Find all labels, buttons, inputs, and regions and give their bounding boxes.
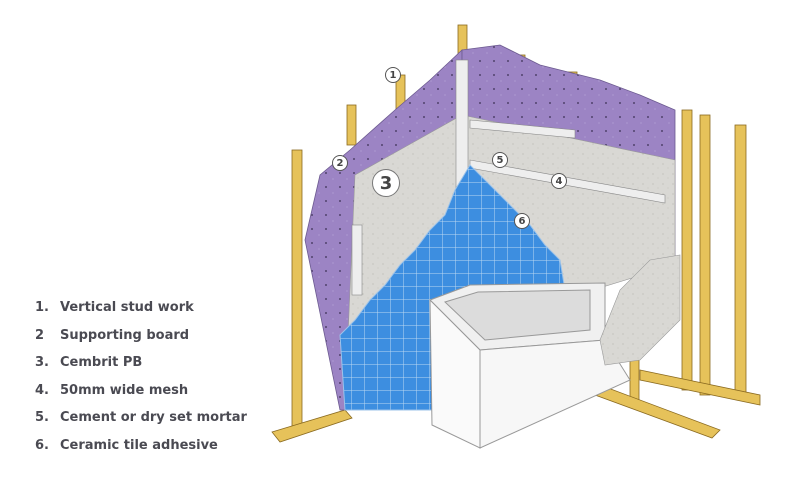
callout-4: 4: [551, 173, 567, 189]
callout-6: 6: [514, 213, 530, 229]
legend-label: 50mm wide mesh: [60, 382, 189, 398]
stud: [681, 109, 693, 391]
callout-2: 2: [332, 155, 348, 171]
stud: [734, 124, 747, 396]
legend-label: Ceramic tile adhesive: [60, 437, 218, 453]
stud: [291, 149, 303, 431]
callout-3: 3: [372, 169, 400, 197]
legend-label: Vertical stud work: [60, 300, 194, 315]
legend-item: 6. Ceramic tile adhesive: [35, 438, 247, 466]
stud: [699, 114, 711, 396]
legend-number: 5.: [35, 410, 49, 426]
legend-number: 3.: [35, 355, 49, 371]
legend-number: 4.: [35, 382, 49, 398]
legend-item: 5. Cement or dry set mortar: [35, 410, 247, 438]
legend-number: 6.: [35, 437, 49, 453]
legend-label: Cembrit PB: [60, 355, 143, 371]
callout-1: 1: [385, 67, 401, 83]
legend-label: Supporting board: [60, 327, 190, 343]
legend-number: 2: [35, 327, 45, 343]
legend: 1. Vertical stud work 2 Supporting board 3…: [35, 300, 247, 466]
legend-item: 2 Supporting board: [35, 328, 247, 356]
sole-plate: [271, 409, 353, 443]
legend-item: 4. 50mm wide mesh: [35, 383, 247, 411]
bathtub: [429, 282, 631, 449]
legend-label: Cement or dry set mortar: [60, 410, 247, 426]
callout-5: 5: [492, 152, 508, 168]
legend-item: 1. Vertical stud work: [35, 300, 247, 328]
legend-number: 1.: [35, 300, 49, 315]
legend-item: 3. Cembrit PB: [35, 355, 247, 383]
stud: [346, 104, 357, 146]
cembrit-board-front: [599, 254, 681, 366]
sole-plate: [639, 369, 761, 406]
mesh-strips: [351, 59, 666, 296]
